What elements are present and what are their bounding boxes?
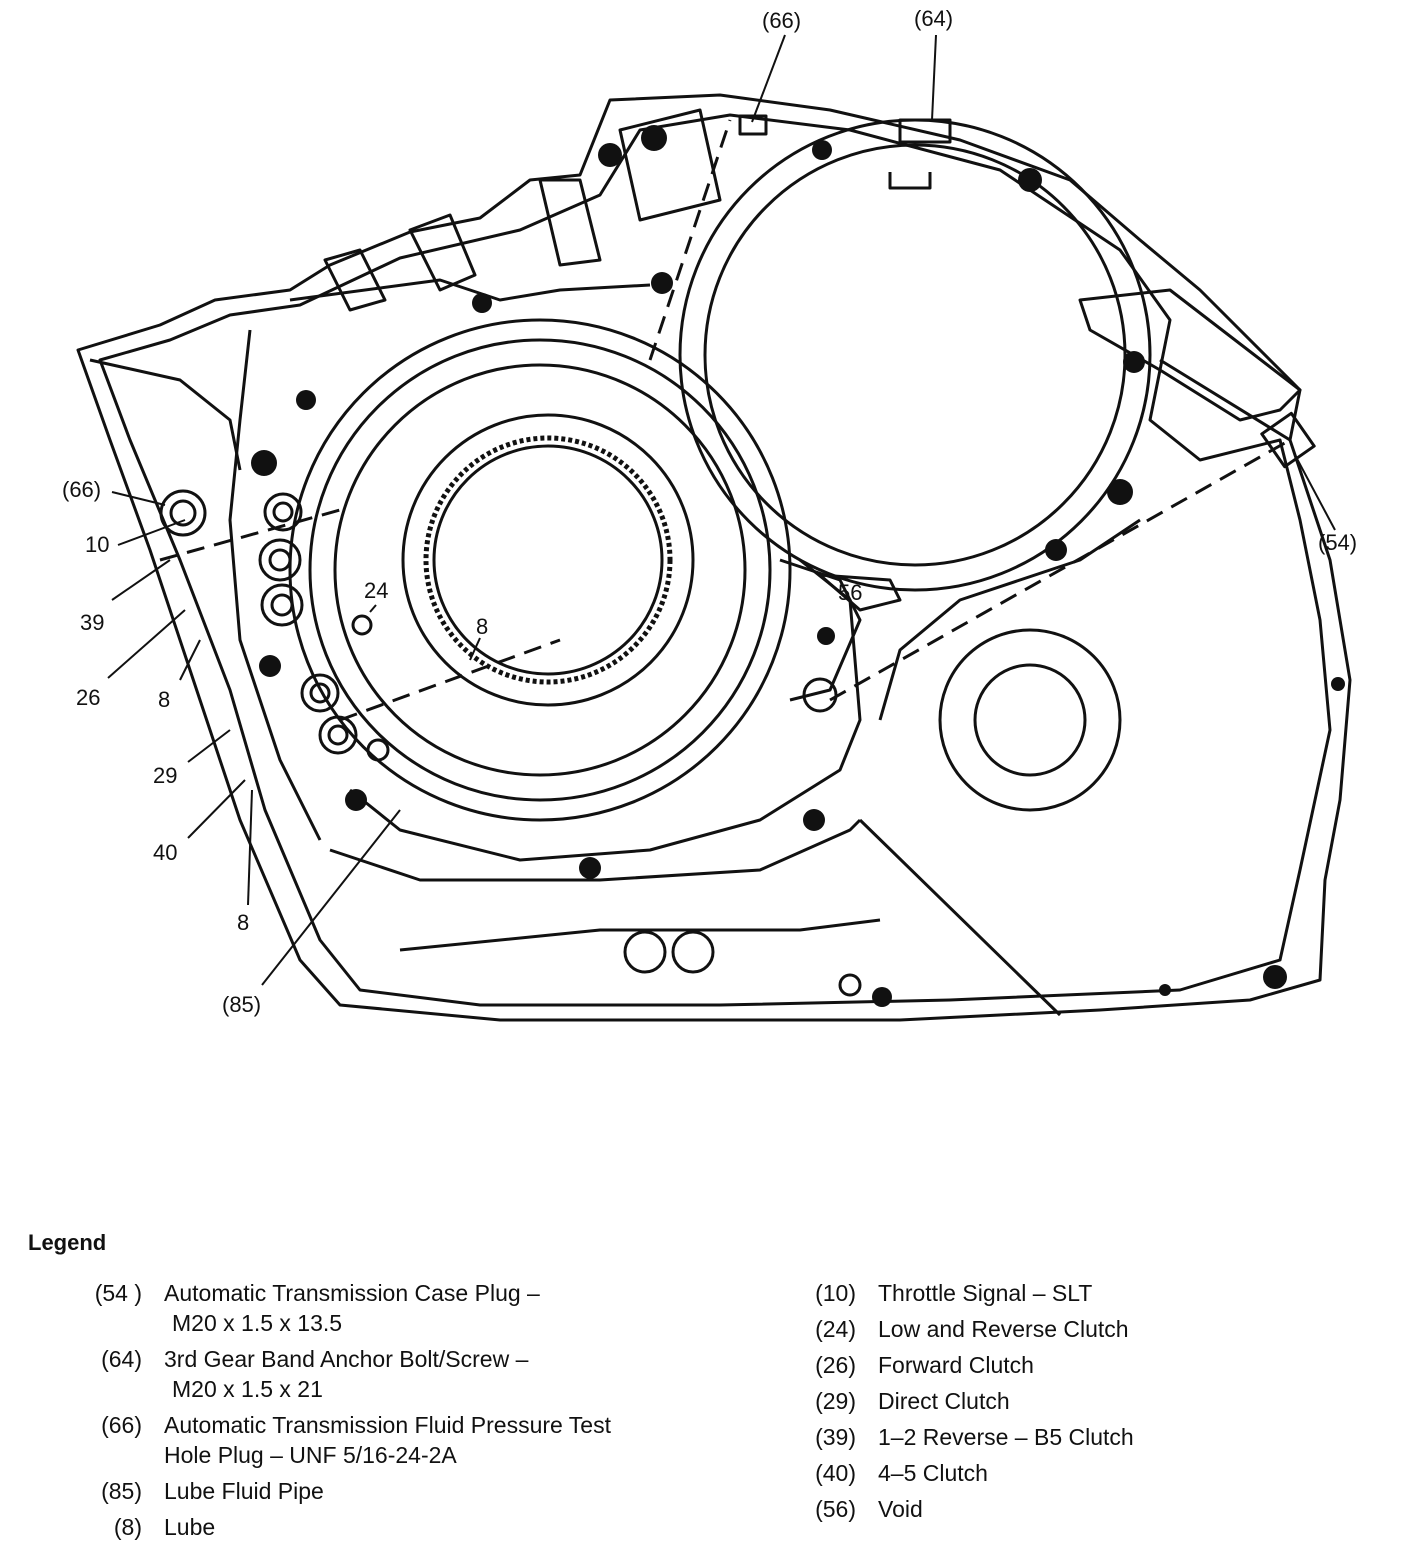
- bolt-holes: [251, 125, 1345, 1007]
- right-bore-inner: [703, 143, 1127, 567]
- callout-8-center: 8: [476, 614, 488, 639]
- bearing-inner: [973, 663, 1087, 777]
- legend-code: (64): [101, 1346, 142, 1372]
- legend-desc-cont: Hole Plug – UNF 5/16-24-2A: [164, 1442, 457, 1468]
- spline-ring: [423, 435, 673, 685]
- legend-desc: Automatic Transmission Fluid Pressure Te…: [164, 1412, 611, 1438]
- legend-desc: Lube: [164, 1514, 216, 1540]
- callout-66-left: (66): [62, 477, 101, 502]
- legend-code: (40): [815, 1460, 856, 1486]
- callout-64-top: (64): [914, 6, 953, 31]
- case-inner-outline: [98, 113, 1332, 1007]
- plug-64-top: [898, 118, 952, 144]
- legend-desc: Forward Clutch: [878, 1352, 1034, 1378]
- legend-desc: Lube Fluid Pipe: [164, 1478, 324, 1504]
- legend-desc: 1–2 Reverse – B5 Clutch: [878, 1424, 1134, 1450]
- legend-code: (85): [101, 1478, 142, 1504]
- legend-desc-cont: M20 x 1.5 x 21: [172, 1376, 323, 1402]
- legend-item-54: (54 ) Automatic Transmission Case Plug –…: [40, 1278, 740, 1338]
- callout-8-a: 8: [158, 687, 170, 712]
- legend-item-24: (24) Low and Reverse Clutch: [780, 1314, 1380, 1344]
- center-bore-ring-4: [401, 413, 695, 707]
- legend-item-85: (85) Lube Fluid Pipe: [40, 1476, 740, 1506]
- right-bore-outer: [678, 118, 1152, 592]
- legend-desc: Direct Clutch: [878, 1388, 1010, 1414]
- legend-item-8: (8) Lube: [40, 1512, 740, 1542]
- center-bore-ring-1: [288, 318, 792, 822]
- legend-code: (24): [815, 1316, 856, 1342]
- legend-code: (26): [815, 1352, 856, 1378]
- legend-code: (10): [815, 1280, 856, 1306]
- legend-code: (66): [101, 1412, 142, 1438]
- plug-66-left: [159, 489, 207, 537]
- callout-54: (54): [1318, 530, 1357, 555]
- callout-8-b: 8: [237, 910, 249, 935]
- callout-39: 39: [80, 610, 104, 635]
- legend-item-66: (66) Automatic Transmission Fluid Pressu…: [40, 1410, 740, 1470]
- legend-item-40: (40) 4–5 Clutch: [780, 1458, 1380, 1488]
- legend-desc: Void: [878, 1496, 923, 1522]
- legend-item-10: (10) Throttle Signal – SLT: [780, 1278, 1380, 1308]
- legend-code: (56): [815, 1496, 856, 1522]
- legend-item-26: (26) Forward Clutch: [780, 1350, 1380, 1380]
- legend-left-column: (54 ) Automatic Transmission Case Plug –…: [40, 1278, 740, 1548]
- callout-24: 24: [364, 578, 388, 603]
- transmission-case-diagram: (66) (64) (66) 10 39 26 8 29 40 8 (85) 2…: [62, 6, 1357, 1022]
- legend-desc: Throttle Signal – SLT: [878, 1280, 1093, 1306]
- legend-item-56: (56) Void: [780, 1494, 1380, 1524]
- center-bore-ring-2: [308, 338, 772, 802]
- center-bore-ring-3: [333, 363, 747, 777]
- legend-item-64: (64) 3rd Gear Band Anchor Bolt/Screw – M2…: [40, 1344, 740, 1404]
- legend-desc-cont: M20 x 1.5 x 13.5: [172, 1310, 343, 1336]
- legend-code: (8): [113, 1514, 142, 1540]
- legend-code: (39): [815, 1424, 856, 1450]
- legend-desc: Low and Reverse Clutch: [878, 1316, 1129, 1342]
- callout-56: 56: [838, 580, 862, 605]
- legend-code: (54 ): [94, 1280, 142, 1306]
- callout-66-top: (66): [762, 8, 801, 33]
- legend-desc: Automatic Transmission Case Plug –: [164, 1280, 540, 1306]
- legend-desc: 4–5 Clutch: [878, 1460, 988, 1486]
- legend-code: (29): [815, 1388, 856, 1414]
- callout-40: 40: [153, 840, 177, 865]
- legend-title: Legend: [28, 1230, 107, 1255]
- callout-29: 29: [153, 763, 177, 788]
- legend-item-39: (39) 1–2 Reverse – B5 Clutch: [780, 1422, 1380, 1452]
- callout-85: (85): [222, 992, 261, 1017]
- bearing-outer: [938, 628, 1122, 812]
- callout-26: 26: [76, 685, 100, 710]
- legend-desc: 3rd Gear Band Anchor Bolt/Screw –: [164, 1346, 529, 1372]
- legend-right-column: (10) Throttle Signal – SLT (24) Low and …: [780, 1278, 1380, 1530]
- callout-10: 10: [85, 532, 109, 557]
- legend-item-29: (29) Direct Clutch: [780, 1386, 1380, 1416]
